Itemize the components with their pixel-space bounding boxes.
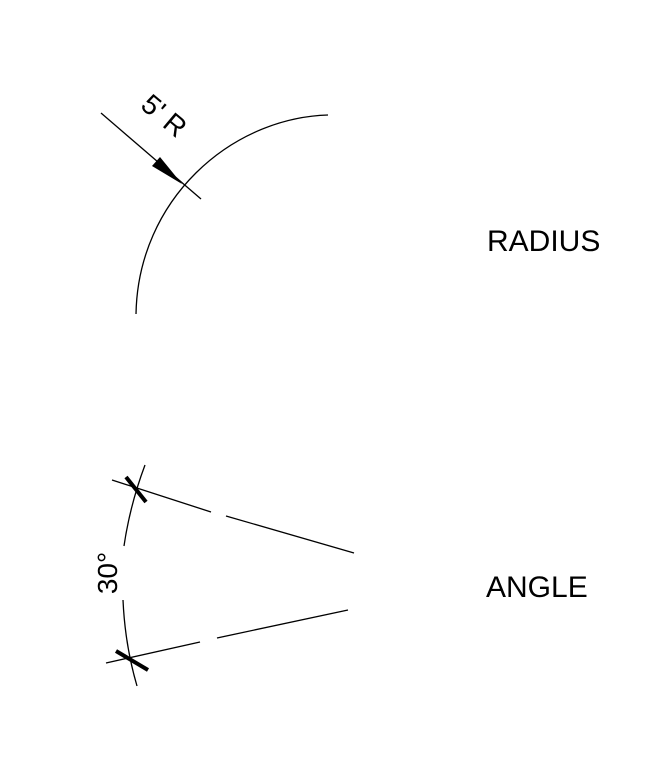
angle-lower-extension-dash xyxy=(216,609,349,639)
radius-arrowhead xyxy=(152,157,182,184)
radius-label: RADIUS xyxy=(487,225,600,258)
angle-dimension-text: 30° xyxy=(92,552,123,594)
angle-example: 30° xyxy=(92,464,355,687)
angle-upper-extension xyxy=(111,479,212,513)
angle-lower-extension xyxy=(105,641,201,664)
radius-dimension-text: 5' R xyxy=(135,88,192,143)
radius-leader-line xyxy=(100,112,202,200)
radius-example: 5' R xyxy=(100,88,329,315)
angle-label: ANGLE xyxy=(486,571,588,604)
angle-arc-upper xyxy=(123,464,146,547)
angle-tick-upper xyxy=(124,475,148,504)
angle-tick-lower xyxy=(114,649,150,672)
angle-upper-extension-dash xyxy=(225,515,355,554)
angle-arc-lower xyxy=(122,599,138,687)
radius-arc xyxy=(135,114,329,315)
